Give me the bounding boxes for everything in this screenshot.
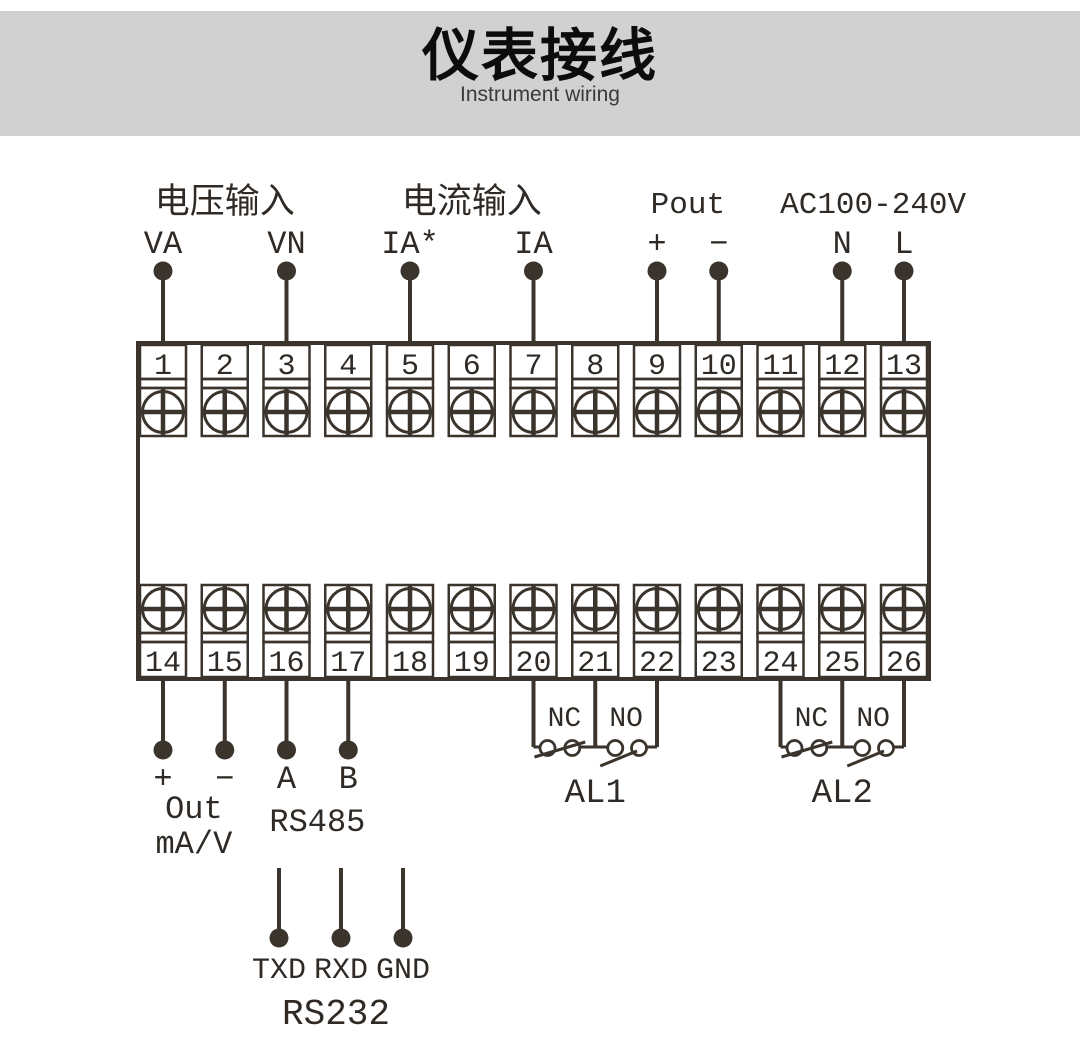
pin-label: + <box>647 226 666 263</box>
no-contact-arm <box>599 749 638 768</box>
terminal-divider <box>385 631 435 644</box>
terminal-number-2: 2 <box>216 350 234 384</box>
terminal-number-3: 3 <box>277 350 295 384</box>
terminal-number-24: 24 <box>762 647 798 681</box>
nc-contact-arm <box>534 740 586 759</box>
pin-dot <box>709 261 729 281</box>
terminal-number-9: 9 <box>648 350 666 384</box>
group-label: Pout <box>651 188 725 223</box>
terminal-divider <box>571 631 620 644</box>
pin-dot <box>393 928 413 948</box>
pin-label: − <box>215 761 234 798</box>
terminal-divider <box>756 631 805 644</box>
pin-dot <box>894 261 914 281</box>
terminal-divider <box>447 631 496 644</box>
terminal-number-18: 18 <box>392 647 428 681</box>
group-label: 电流输入 <box>402 182 542 221</box>
pin-dot <box>277 740 296 760</box>
pin-label: + <box>153 761 172 798</box>
terminal-number-23: 23 <box>701 647 737 681</box>
pin-dot <box>647 261 667 281</box>
pin-dot <box>215 740 235 760</box>
terminal-divider <box>879 631 929 644</box>
contact-label-nc: NC <box>795 704 829 735</box>
terminal-number-26: 26 <box>886 647 922 681</box>
terminal-number-17: 17 <box>330 647 366 681</box>
pin-label: GND <box>376 954 430 988</box>
pin-label: TXD <box>252 954 306 988</box>
pin-label: A <box>277 761 297 798</box>
group-label: 电压输入 <box>155 182 295 221</box>
pin-dot <box>277 261 296 281</box>
terminal-divider <box>694 631 743 644</box>
pin-label: B <box>339 761 358 798</box>
terminal-number-15: 15 <box>207 647 243 681</box>
terminal-number-8: 8 <box>586 350 604 384</box>
contact-terminal <box>606 739 625 757</box>
terminal-number-19: 19 <box>454 647 490 681</box>
group-label: Out <box>165 791 223 828</box>
contact-label-no: NO <box>856 704 890 735</box>
pin-dot <box>153 261 173 281</box>
pin-dot <box>153 740 173 760</box>
terminal-divider <box>138 631 188 644</box>
terminal-cell-bottom-19 <box>447 640 496 679</box>
group-label: RS485 <box>269 804 365 841</box>
pin-label: IA* <box>381 226 439 263</box>
pin-label: IA <box>514 226 553 263</box>
pin-label: L <box>894 226 913 263</box>
terminal-number-25: 25 <box>824 647 860 681</box>
pin-label: VA <box>144 226 183 263</box>
terminal-number-22: 22 <box>639 647 675 681</box>
pin-dot <box>338 740 358 760</box>
terminal-number-7: 7 <box>524 350 542 384</box>
contact-terminal <box>853 739 872 757</box>
page-subtitle: Instrument wiring <box>460 82 620 106</box>
pin-dot <box>400 261 420 281</box>
terminal-cell-bottom-23 <box>694 640 743 679</box>
terminal-divider <box>509 631 558 644</box>
group-label: RS232 <box>282 994 390 1035</box>
relay-label: AL1 <box>565 775 626 813</box>
pin-dot <box>832 261 852 281</box>
page-title: 仪表接线 <box>422 24 658 88</box>
header-banner: 仪表接线 Instrument wiring <box>0 11 1080 136</box>
group-label: mA/V <box>155 826 233 863</box>
group-label: AC100-240V <box>780 188 966 223</box>
terminal-divider <box>818 631 867 644</box>
contact-label-nc: NC <box>548 704 582 735</box>
pin-label: VN <box>267 226 305 263</box>
pin-dot <box>524 261 543 281</box>
no-contact-arm <box>846 749 885 768</box>
terminal-number-14: 14 <box>145 647 181 681</box>
terminal-divider <box>200 631 249 644</box>
contact-label-no: NO <box>609 704 643 735</box>
terminal-number-1: 1 <box>154 350 172 384</box>
relay-label: AL2 <box>812 775 873 813</box>
pin-label: RXD <box>314 954 368 988</box>
pin-dot <box>331 928 351 948</box>
terminal-divider <box>632 631 682 644</box>
terminal-number-6: 6 <box>463 350 481 384</box>
terminal-divider <box>324 631 373 644</box>
terminal-number-5: 5 <box>401 350 419 384</box>
nc-contact-arm <box>781 740 833 759</box>
terminal-number-4: 4 <box>339 350 357 384</box>
terminal-cell-bottom-18 <box>385 640 435 679</box>
terminal-divider <box>262 631 311 644</box>
terminal-number-20: 20 <box>515 647 551 681</box>
pin-label: − <box>709 226 728 263</box>
terminal-number-21: 21 <box>577 647 613 681</box>
terminal-number-16: 16 <box>268 647 304 681</box>
pin-dot <box>269 928 289 948</box>
pin-label: N <box>833 226 852 263</box>
